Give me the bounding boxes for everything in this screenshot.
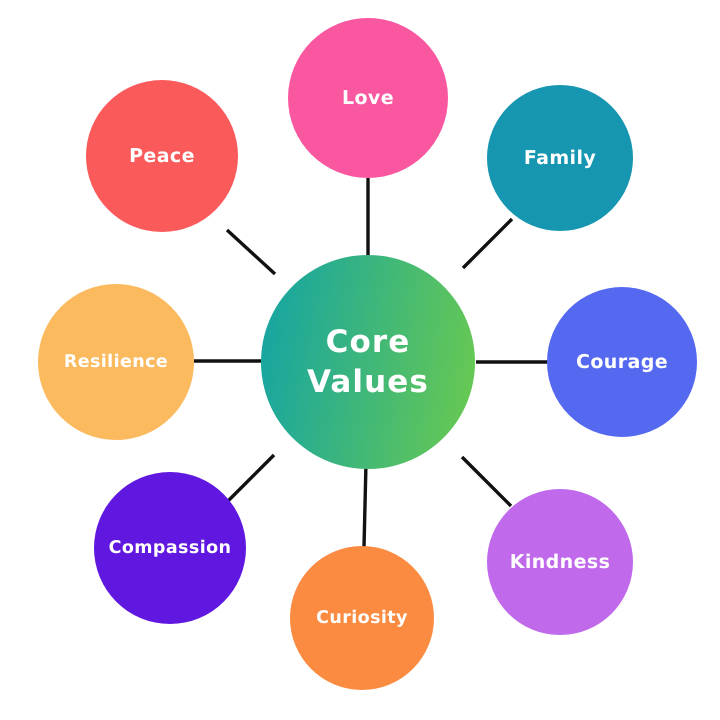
- center-node-label-line1: Core: [325, 323, 411, 360]
- node-resilience[interactable]: Resilience: [38, 284, 194, 440]
- connector-compassion: [224, 453, 276, 505]
- node-label-curiosity: Curiosity: [316, 607, 408, 628]
- center-node-label-line2: Values: [307, 364, 429, 400]
- connector-peace: [225, 228, 277, 276]
- node-peace[interactable]: Peace: [86, 80, 238, 232]
- connector-curiosity: [362, 462, 368, 548]
- node-label-compassion: Compassion: [108, 537, 232, 558]
- node-compassion[interactable]: Compassion: [94, 472, 246, 624]
- node-family[interactable]: Family: [487, 85, 633, 231]
- node-label-kindness: Kindness: [509, 550, 611, 573]
- node-label-courage: Courage: [575, 350, 668, 373]
- center-node-label: Core Values: [307, 322, 429, 403]
- center-node-core-values[interactable]: Core Values: [261, 255, 475, 469]
- connector-kindness: [460, 455, 513, 508]
- connector-family: [461, 217, 514, 270]
- node-curiosity[interactable]: Curiosity: [290, 546, 434, 690]
- node-kindness[interactable]: Kindness: [487, 489, 633, 635]
- node-courage[interactable]: Courage: [547, 287, 697, 437]
- node-love[interactable]: Love: [288, 18, 448, 178]
- node-label-love: Love: [341, 86, 395, 109]
- node-label-resilience: Resilience: [63, 351, 169, 372]
- node-label-family: Family: [523, 146, 597, 169]
- node-label-peace: Peace: [129, 144, 195, 167]
